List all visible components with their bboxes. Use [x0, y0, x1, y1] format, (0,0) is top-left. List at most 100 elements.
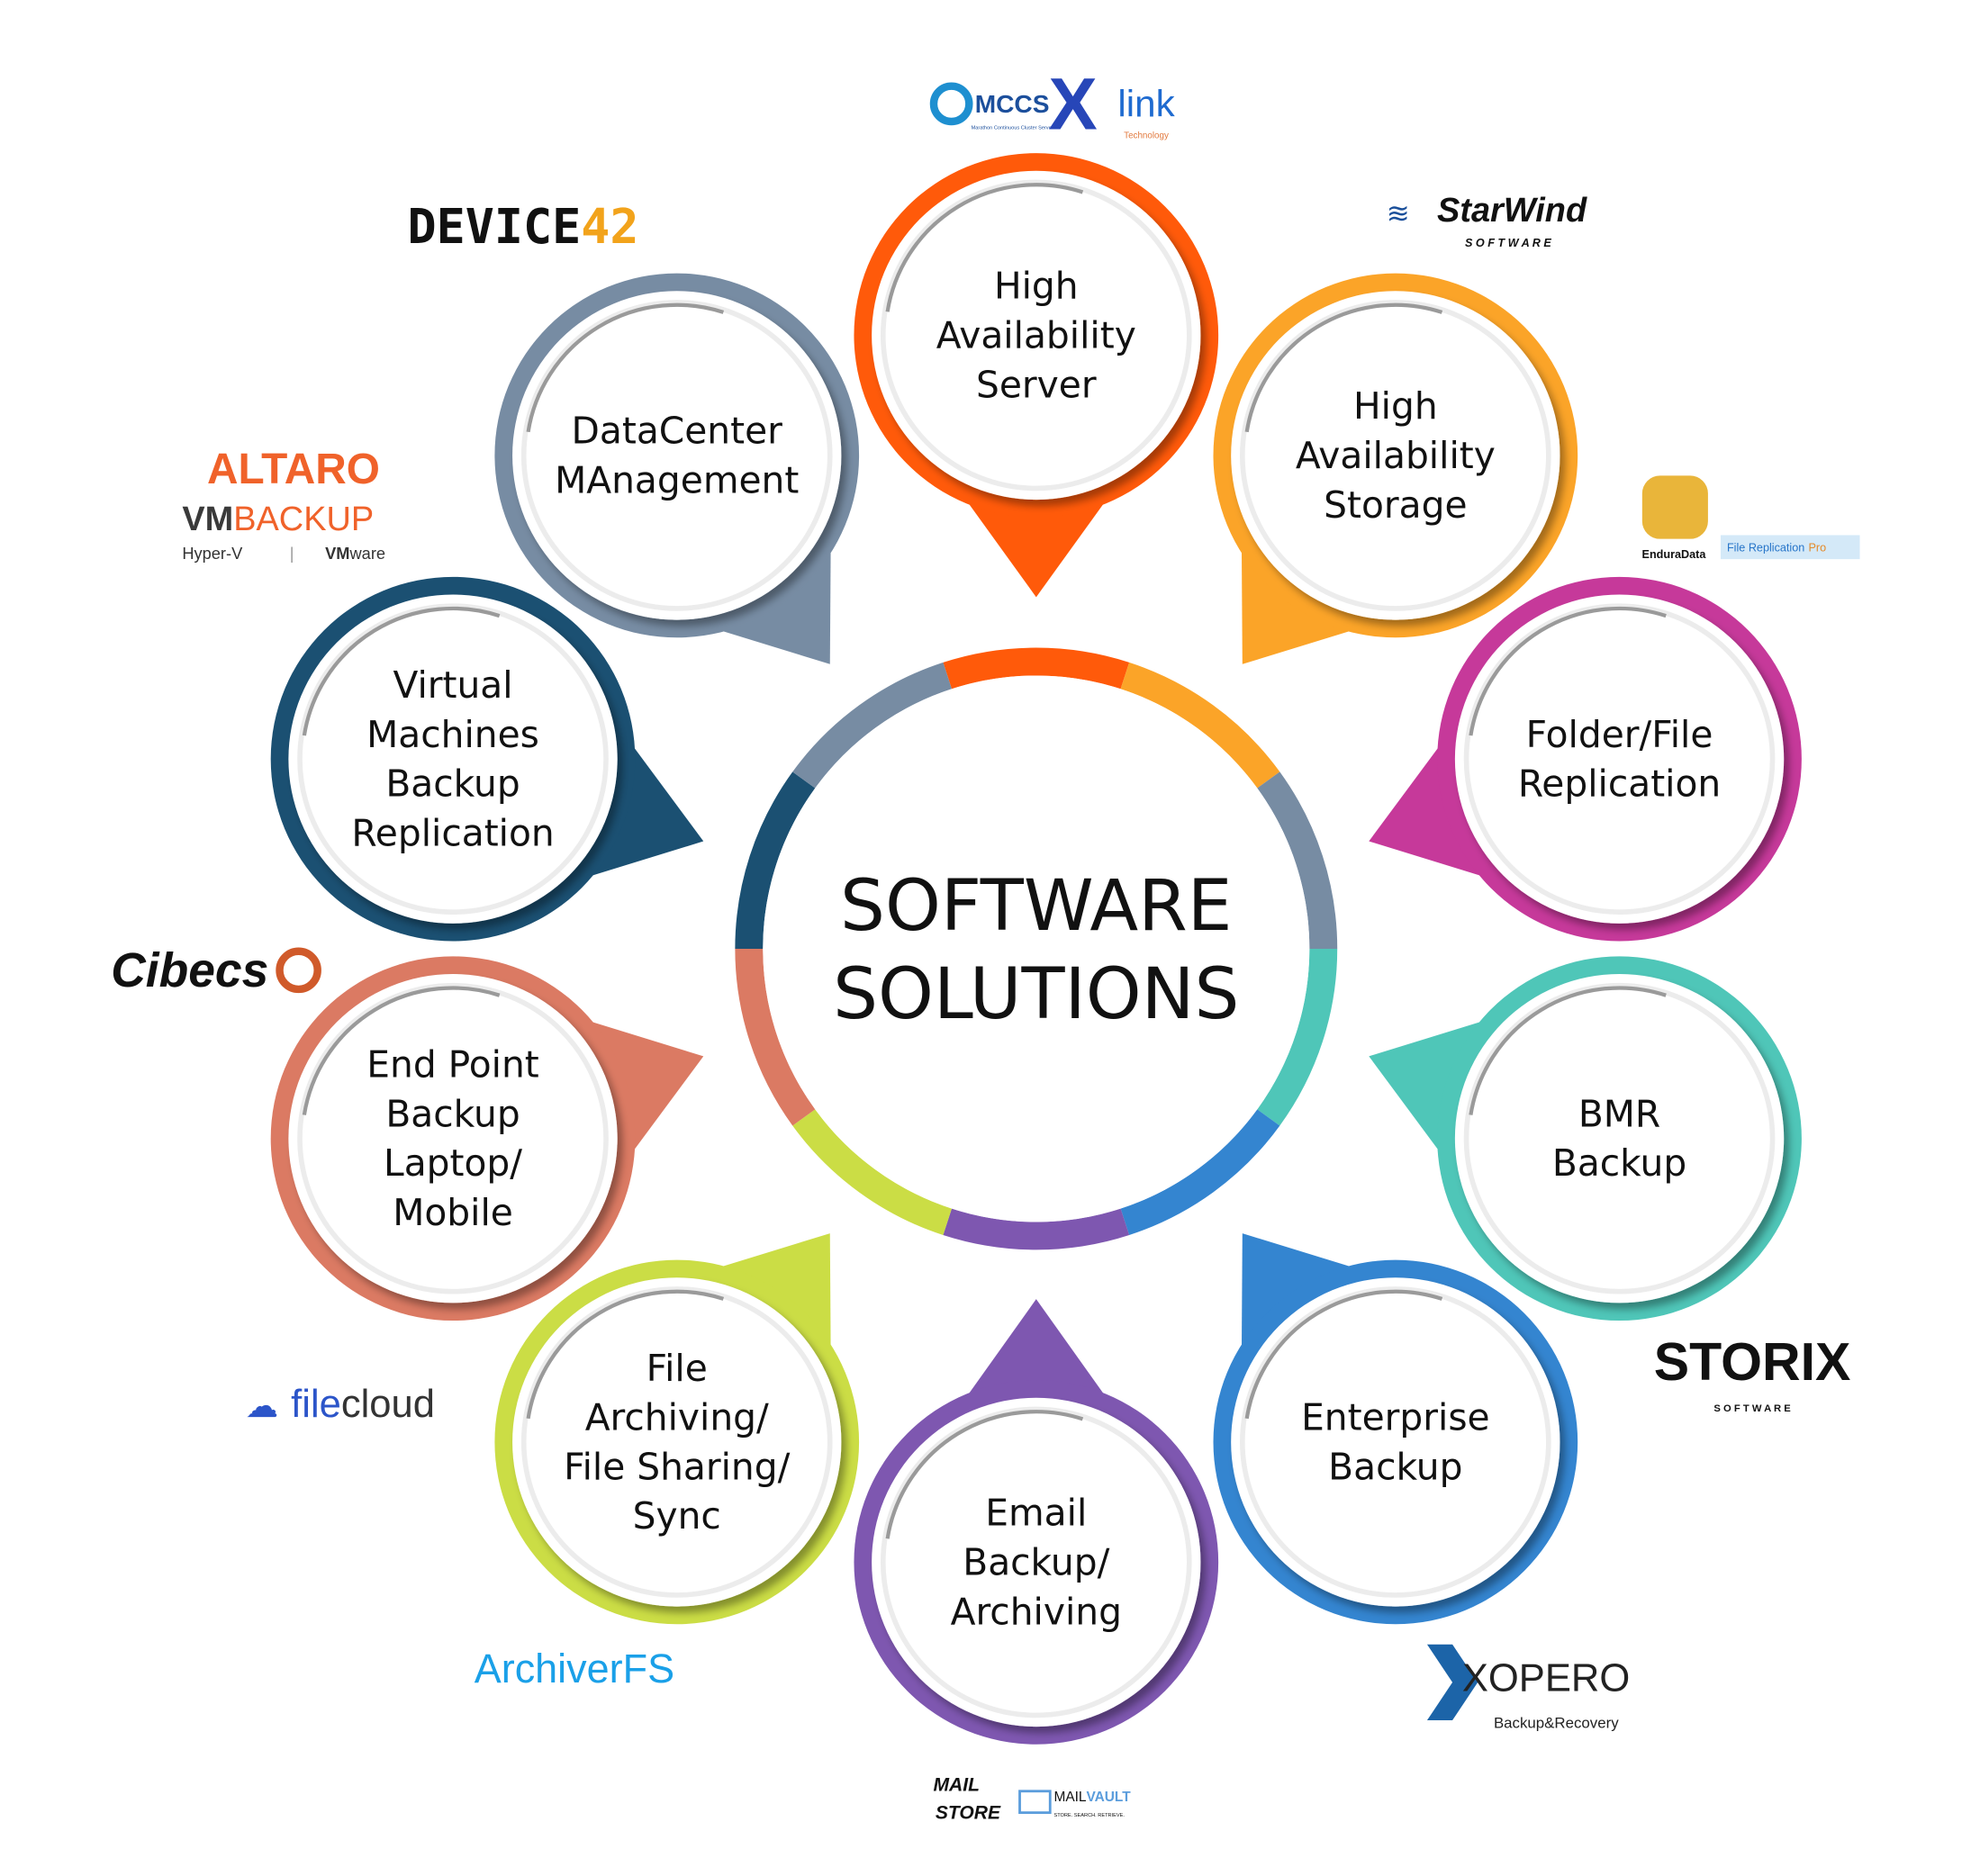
bubble-label-line: Email [985, 1492, 1087, 1535]
bubble-inner-ring [297, 982, 609, 1294]
xlink-x: X [1048, 63, 1097, 145]
bubble-face [872, 1397, 1201, 1727]
enduradata-name: EnduraData [1642, 548, 1707, 561]
bubble-face [872, 170, 1201, 501]
bubble-label-line: Availability [936, 314, 1136, 357]
altaro-vmbackup: VMBACKUP [182, 501, 374, 538]
bubble-label-line: Laptop/ [384, 1141, 522, 1185]
starwind-waves-icon: ≋ [1387, 197, 1410, 229]
bubble-face [1454, 974, 1785, 1303]
ring-segment [735, 948, 816, 1126]
logo-filecloud: ☁ filecloud [246, 1383, 435, 1426]
bubble-label-line: Backup [385, 762, 520, 806]
center-ring [735, 647, 1338, 1250]
bubble-label-line: High [1353, 384, 1438, 428]
bubble-face [288, 974, 618, 1303]
bubble-label-line: Server [976, 363, 1097, 406]
bubble-inner-ring [1463, 982, 1776, 1294]
cibecs-emblem-icon [276, 947, 321, 994]
logo-device42: DEVICE42 [407, 198, 638, 255]
mailvault-name: MAILVAULT [1053, 1790, 1131, 1805]
storix-sub: S O F T W A R E [1713, 1403, 1791, 1414]
logo-altaro: ALTARO VMBACKUP Hyper-V | VMware [182, 446, 385, 563]
logo-mccs: MCCS Marathon Continuous Cluster Server [929, 82, 1053, 131]
bubble-label-line: Folder/File [1526, 713, 1713, 756]
bubble-inner-ring [880, 179, 1192, 492]
bubble-pointer [963, 497, 1108, 598]
xlink-name: link [1117, 82, 1175, 124]
mailvault-envelope-icon [1018, 1790, 1052, 1815]
ring-segment [792, 1109, 953, 1235]
ring-segment [1257, 771, 1338, 950]
bubble-label-line: Machines [366, 713, 539, 756]
bubble-inner-shade [1244, 1289, 1443, 1420]
ring-segment [735, 771, 816, 950]
bubble-label-line: BMR [1578, 1092, 1660, 1135]
bubble-label-line: High [994, 265, 1079, 308]
bubble-face [512, 1277, 842, 1607]
bubble-inner-shade [1469, 606, 1667, 736]
bubble-label-line: DataCenter [572, 410, 783, 453]
frp-name: File Replication [1727, 542, 1804, 555]
bubble-label-line: End Point [366, 1043, 539, 1087]
mailvault-sub: STORE. SEARCH. RETRIEVE. [1053, 1813, 1125, 1818]
bubble-inner-ring [1463, 603, 1776, 915]
bubble-label-line: Backup [1328, 1445, 1462, 1488]
mccs-sub: Marathon Continuous Cluster Server [972, 125, 1053, 131]
ring-segment [1120, 662, 1280, 789]
bubble-label-line: File Sharing/ [564, 1445, 790, 1488]
center-title-line2: SOLUTIONS [833, 952, 1239, 1035]
frp-suffix: Pro [1809, 542, 1827, 555]
bubble-label-line: Replication [351, 811, 554, 854]
altaro-name: ALTARO [207, 446, 380, 493]
bubble-inner-ring [520, 300, 833, 611]
logo-storix: STORIX S O F T W A R E [1654, 1332, 1851, 1414]
storix-name: STORIX [1654, 1332, 1851, 1392]
logo-mailvault: MAILVAULT STORE. SEARCH. RETRIEVE. [1018, 1790, 1131, 1818]
mccs-name: MCCS [975, 90, 1050, 118]
filecloud-cloud-icon: ☁ [246, 1387, 279, 1424]
bubble-inner-shade [885, 183, 1084, 312]
xlink-sub: Technology [1124, 131, 1169, 140]
bubble-label-line: File [646, 1347, 708, 1390]
bubble-label-line: Availability [1296, 434, 1496, 477]
logo-cibecs: Cibecs [111, 944, 321, 997]
mailstore-line1: MAIL [934, 1775, 980, 1796]
altaro-separator: | [290, 544, 294, 563]
xopero-sub: Backup&Recovery [1494, 1714, 1619, 1731]
bubble-inner-ring [1240, 300, 1551, 611]
ring-segment [943, 1208, 1130, 1250]
bubble-inner-shade [1244, 302, 1443, 433]
bubble-face [288, 594, 618, 924]
bubble-inner-shade [885, 1410, 1084, 1539]
bubble-label-line: MAnagement [555, 458, 799, 501]
altaro-vmware: VMware [325, 544, 385, 563]
bubble-label-line: Enterprise [1301, 1396, 1490, 1439]
logo-filereplicationpro: File Replication Pro [1720, 535, 1860, 560]
bubble-label-line: Backup [1552, 1141, 1686, 1185]
bubble-inner-ring [520, 1286, 833, 1598]
ring-segment [943, 647, 1130, 690]
archiverfs-name: ArchiverFS [475, 1646, 674, 1691]
bubble-label-line: Mobile [393, 1191, 513, 1234]
bubble-face [512, 291, 842, 620]
bubble-label-line: Backup [385, 1092, 520, 1135]
ring-segment [1120, 1109, 1280, 1235]
logo-mailstore: MAIL STORE [934, 1775, 1001, 1824]
altaro-hyperv: Hyper-V [182, 544, 243, 563]
bubble-inner-shade [526, 302, 725, 433]
bubble-bmr-backup: BMR Backup [1369, 956, 1802, 1321]
bubble-face [1231, 291, 1560, 620]
center-title-line1: SOFTWARE [840, 864, 1232, 947]
bubble-label-line: Storage [1324, 483, 1467, 527]
xopero-name: XOPERO [1462, 1657, 1630, 1700]
enduradata-icon [1641, 475, 1708, 539]
